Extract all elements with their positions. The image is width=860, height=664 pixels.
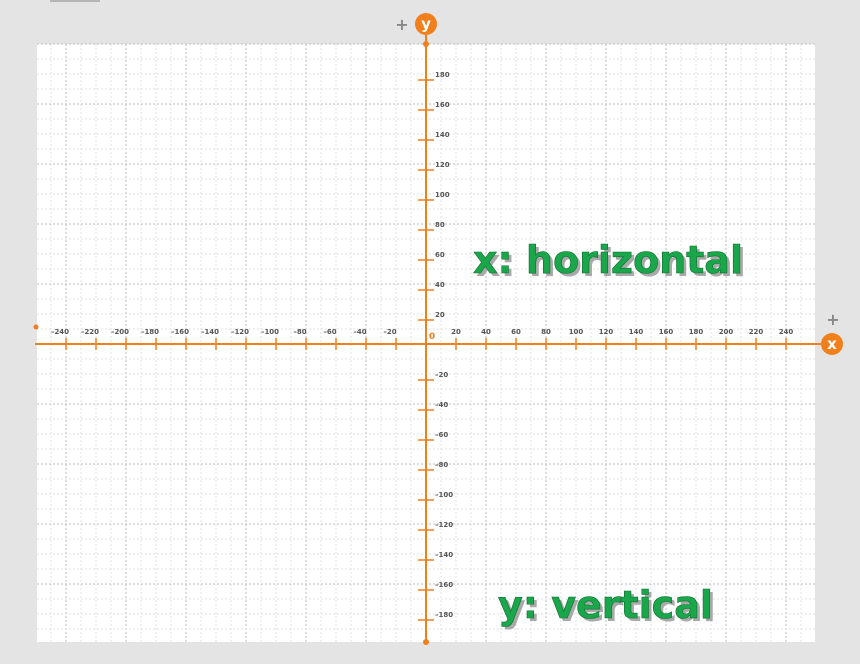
x-axis-letter: x [827, 335, 837, 353]
y-axis-badge [415, 13, 437, 35]
y-tick-label: 80 [435, 221, 445, 229]
caption-horizontal-shadow: x: horizontal [476, 241, 746, 285]
x-axis-badge [821, 333, 843, 355]
x-tick-label: 180 [689, 328, 704, 336]
x-tick-label: –240 [51, 328, 69, 336]
x-tick-label: –200 [111, 328, 129, 336]
x-tick-label: 80 [541, 328, 551, 336]
y-tick-label: 180 [435, 71, 450, 79]
x-tick-label: 220 [749, 328, 764, 336]
x-tick-label: –140 [201, 328, 219, 336]
y-tick-label: 40 [435, 281, 445, 289]
x-tick-label: 100 [569, 328, 584, 336]
y-axis-letter: y [421, 15, 431, 33]
y-tick-label: 60 [435, 251, 445, 259]
y-axis-negative-endpoint [423, 639, 429, 645]
x-tick-label: –220 [81, 328, 99, 336]
y-axis-positive-endpoint [423, 41, 429, 47]
y-tick-label: –180 [435, 611, 453, 619]
ticks: –240–220–200–180–160–140–120–100–80–60–4… [51, 71, 794, 621]
x-plus-sign: + [826, 310, 839, 329]
y-tick-label: –40 [435, 401, 448, 409]
y-tick-label: –120 [435, 521, 453, 529]
x-tick-label: 200 [719, 328, 734, 336]
y-tick-label: –60 [435, 431, 448, 439]
y-tick-label: –100 [435, 491, 453, 499]
x-tick-label: –100 [261, 328, 279, 336]
y-tick-label: 100 [435, 191, 450, 199]
y-tick-label: –140 [435, 551, 453, 559]
caption-vertical: y: vertical [498, 583, 713, 627]
y-tick-label: 20 [435, 311, 445, 319]
x-axis-negative-endpoint [33, 324, 39, 330]
x-tick-label: 120 [599, 328, 614, 336]
x-tick-label: 60 [511, 328, 521, 336]
axes [33, 35, 821, 645]
origin-label: 0 [429, 332, 435, 342]
y-plus-sign: + [395, 15, 408, 34]
x-tick-label: 20 [451, 328, 461, 336]
y-tick-label: 120 [435, 161, 450, 169]
x-tick-label: –80 [293, 328, 306, 336]
x-tick-label: –40 [353, 328, 366, 336]
caption-horizontal: x: horizontal [473, 238, 743, 282]
y-tick-label: –80 [435, 461, 448, 469]
caption-vertical-shadow: y: vertical [501, 586, 716, 630]
x-tick-label: 240 [779, 328, 794, 336]
x-tick-label: 160 [659, 328, 674, 336]
x-tick-label: –60 [323, 328, 336, 336]
x-tick-label: –160 [171, 328, 189, 336]
top-edge-mark [50, 0, 100, 2]
y-tick-label: 160 [435, 101, 450, 109]
x-tick-label: 40 [481, 328, 491, 336]
x-tick-label: –180 [141, 328, 159, 336]
y-tick-label: –20 [435, 371, 448, 379]
x-tick-label: –20 [383, 328, 396, 336]
y-tick-label: –160 [435, 581, 453, 589]
x-tick-label: 140 [629, 328, 644, 336]
y-tick-label: 140 [435, 131, 450, 139]
x-tick-label: –120 [231, 328, 249, 336]
